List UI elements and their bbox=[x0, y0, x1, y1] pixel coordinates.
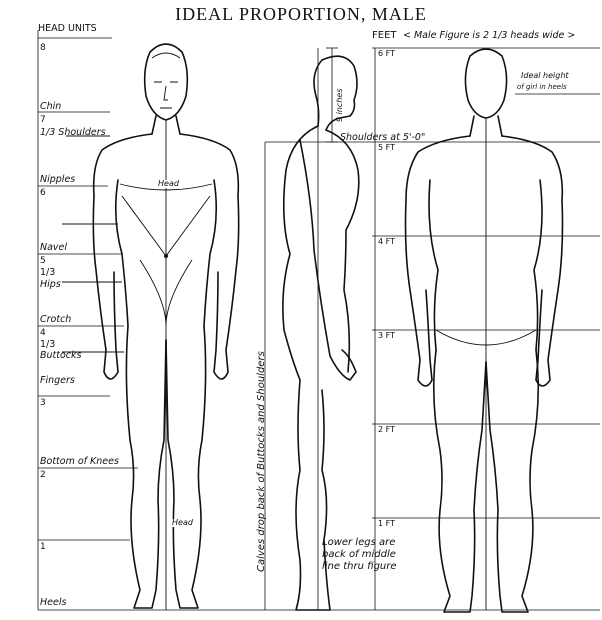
head-unit-7: 7 bbox=[40, 115, 46, 125]
head-units-header: HEAD UNITS bbox=[38, 23, 97, 34]
ideal-height-line-2: of girl in heels bbox=[517, 83, 567, 91]
feet-mark-5: 5 FT bbox=[378, 143, 395, 152]
navel-label: Navel bbox=[40, 242, 68, 253]
ideal-height-line-1: Ideal height bbox=[521, 71, 569, 80]
feet-mark-2: 2 FT bbox=[378, 425, 395, 434]
buttocks-fraction: 1/3 bbox=[40, 339, 56, 350]
head-unit-6: 6 bbox=[40, 188, 46, 198]
calves-note: Calves drop back of Buttocks and Shoulde… bbox=[256, 351, 267, 572]
buttocks-label: Buttocks bbox=[40, 350, 82, 361]
feet-mark-4: 4 FT bbox=[378, 237, 395, 246]
fingers-label: Fingers bbox=[40, 375, 75, 386]
lower-legs-note-line-3: line thru figure bbox=[322, 561, 397, 572]
head-width-label: Head bbox=[158, 179, 179, 188]
head-unit-5: 5 bbox=[40, 256, 46, 266]
shoulders-height-label: Shoulders at 5'-0" bbox=[340, 132, 426, 143]
knees-label: Bottom of Knees bbox=[40, 456, 119, 467]
crotch-label: Crotch bbox=[40, 314, 72, 325]
page-title: IDEAL PROPORTION, MALE bbox=[175, 4, 427, 24]
head-unit-3: 3 bbox=[40, 398, 46, 408]
figure-width-note: < Male Figure is 2 1/3 heads wide > bbox=[403, 30, 576, 41]
front-figure bbox=[92, 43, 240, 610]
head-unit-4: 4 bbox=[40, 328, 46, 338]
feet-mark-6: 6 FT bbox=[378, 49, 395, 58]
nipples-label: Nipples bbox=[40, 174, 76, 185]
head-unit-2: 2 bbox=[40, 470, 46, 480]
knee-head-label: Head bbox=[172, 518, 193, 527]
hips-fraction: 1/3 bbox=[40, 267, 56, 278]
nine-inches-label: 9 inches bbox=[335, 88, 344, 122]
feet-scale-lines bbox=[264, 47, 600, 610]
lower-legs-note-line-1: Lower legs are bbox=[322, 537, 396, 548]
shoulders-label: 1/3 Shoulders bbox=[40, 127, 106, 138]
head-unit-8: 8 bbox=[40, 43, 46, 53]
head-unit-1: 1 bbox=[40, 542, 46, 552]
heels-label: Heels bbox=[40, 597, 67, 608]
one-third-ticks bbox=[62, 135, 124, 353]
chin-label: Chin bbox=[40, 101, 62, 112]
feet-mark-1: 1 FT bbox=[378, 519, 395, 528]
back-figure bbox=[404, 48, 564, 613]
feet-mark-3: 3 FT bbox=[378, 331, 395, 340]
lower-legs-note-line-2: back of middle bbox=[322, 549, 396, 560]
side-figure bbox=[282, 55, 360, 611]
feet-header: FEET bbox=[372, 30, 397, 41]
hips-label: Hips bbox=[40, 279, 61, 290]
